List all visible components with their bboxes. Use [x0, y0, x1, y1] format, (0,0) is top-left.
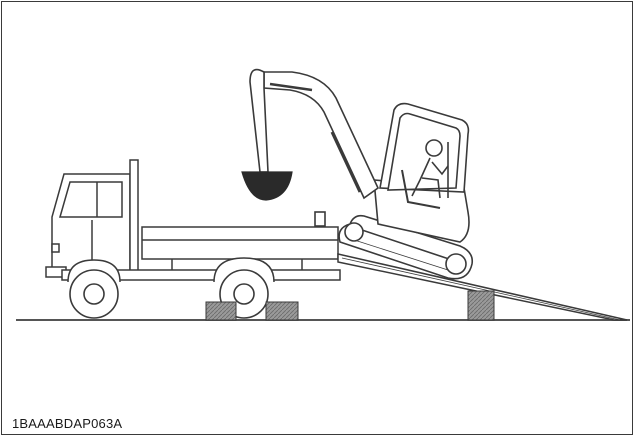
truck-icon — [46, 160, 340, 282]
excavator-bucket — [242, 172, 292, 200]
figure-code: 1BAAABDAP063A — [12, 416, 122, 431]
truck-cab-window — [60, 182, 122, 217]
truck-bed — [142, 227, 338, 259]
wheel-block-rear — [266, 302, 298, 320]
wheel-block-front — [206, 302, 236, 320]
truck-exhaust — [130, 160, 138, 272]
ramp-support-block — [468, 291, 494, 320]
